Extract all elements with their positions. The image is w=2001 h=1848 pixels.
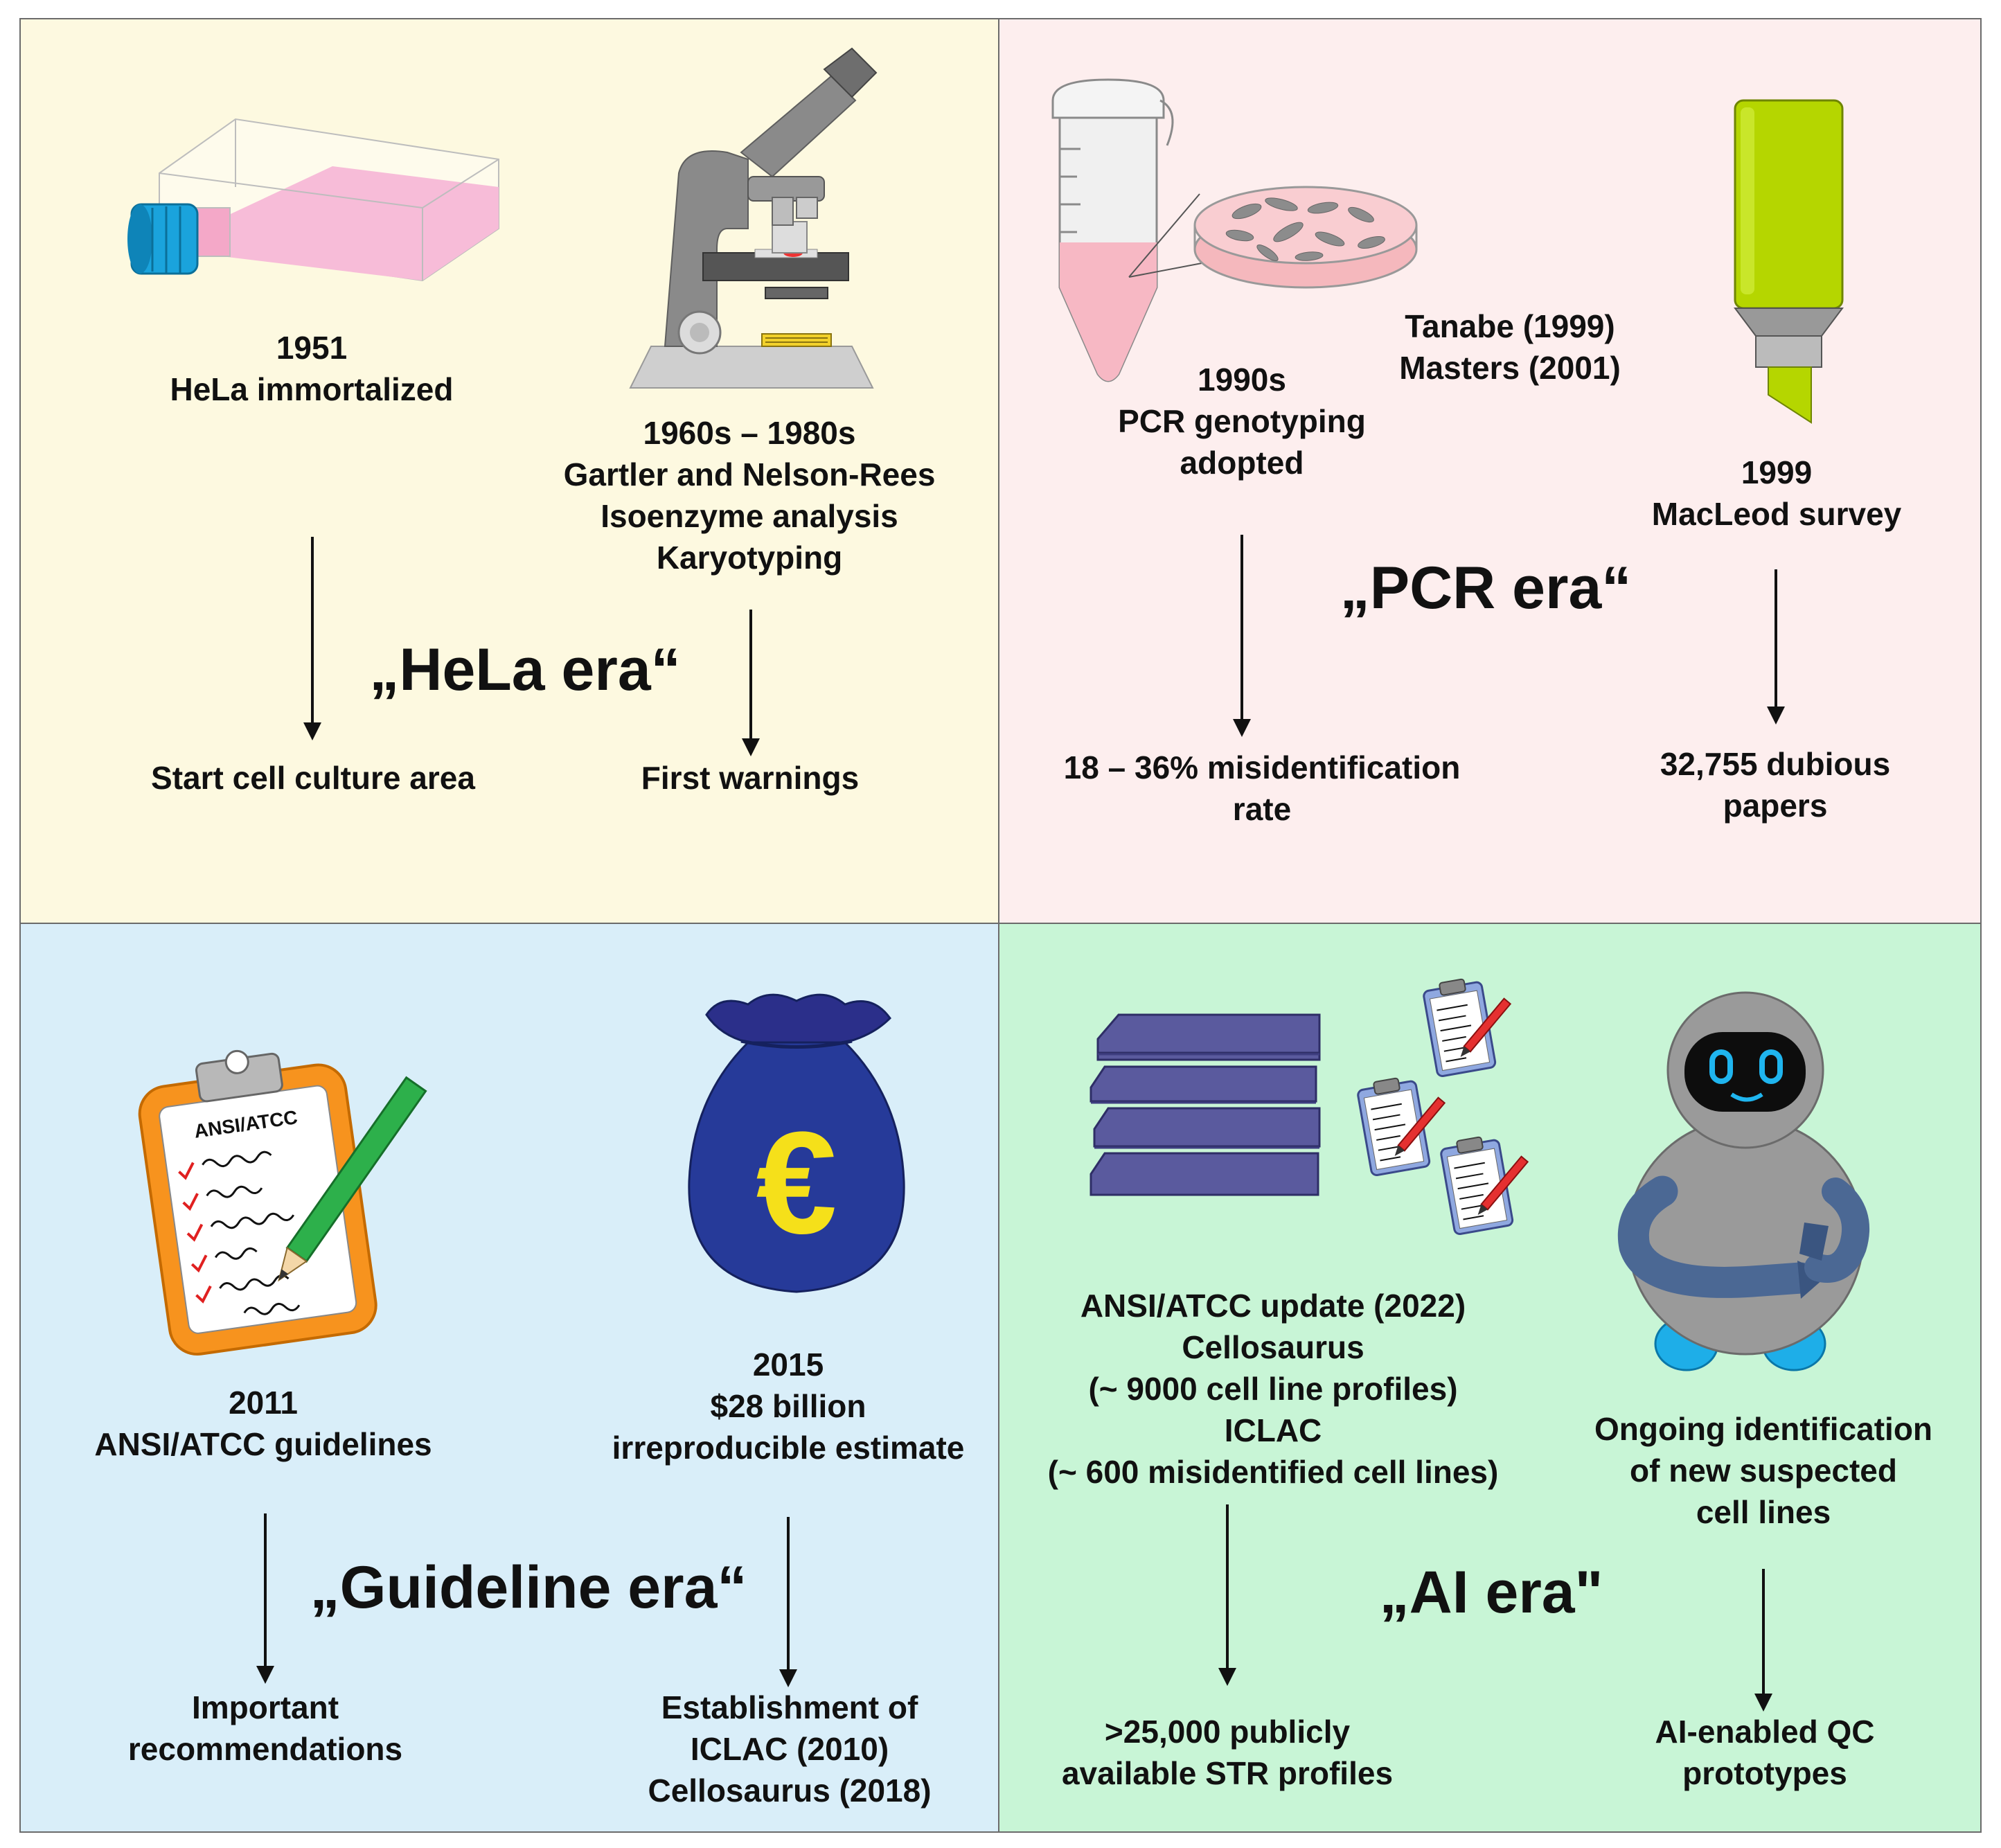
hela-result-1: Start cell culture area [151,760,475,796]
pcr-result-2: 32,755 dubious papers [1660,746,1891,824]
pcr-result-1: 18 – 36% misidentification rate [1063,749,1461,827]
hela-era-title: „HeLa era“ [369,637,681,703]
pcr-references: Tanabe (1999) Masters (2001) [1399,308,1621,386]
hela-event-1951: 1951 HeLa immortalized [170,330,454,407]
robot-icon [1617,991,1870,1371]
euro-symbol: € [756,1101,837,1264]
pcr-era-title: „PCR era“ [1340,555,1632,621]
ai-result-2: AI-enabled QC prototypes [1655,1714,1875,1791]
ai-result-1: >25,000 publicly available STR profiles [1061,1714,1394,1791]
hela-event-1960s: 1960s – 1980s Gartler and Nelson-Rees Is… [563,415,936,576]
clipboard-icon: ANSI/ATCC [138,1049,427,1356]
guideline-era-title: „Guideline era“ [310,1554,747,1621]
clipboard-small-icon-3 [1440,1136,1529,1236]
clipboard-small-icon-1 [1423,978,1512,1078]
highlighter-icon [1734,99,1844,424]
microscope-icon [629,47,878,389]
hela-result-2: First warnings [641,760,860,796]
guideline-result-2: Establishment of ICLAC (2010) Cellosauru… [648,1689,932,1809]
hela-era-panel [19,18,999,924]
guideline-event-2015: 2015 $28 billion irreproducible estimate [612,1347,965,1466]
ai-era-title: „AI era" [1379,1559,1603,1626]
cell-culture-flask-icon [127,118,499,282]
ai-event-ongoing: Ongoing identification of new suspected … [1594,1411,1933,1530]
guideline-result-1: Important recommendations [127,1689,403,1767]
database-stack-icon [1090,1013,1321,1196]
pcr-event-1990s: 1990s PCR genotyping adopted [1118,362,1366,481]
pcr-event-1999: 1999 MacLeod survey [1651,454,1902,532]
money-bag-icon: € [688,993,905,1293]
ai-event-resources: ANSI/ATCC update (2022) Cellosaurus (~ 9… [1047,1288,1499,1490]
petri-dish-icon [1128,186,1418,289]
guideline-event-2011: 2011 ANSI/ATCC guidelines [94,1385,432,1462]
clipboard-small-icon-2 [1357,1077,1446,1177]
